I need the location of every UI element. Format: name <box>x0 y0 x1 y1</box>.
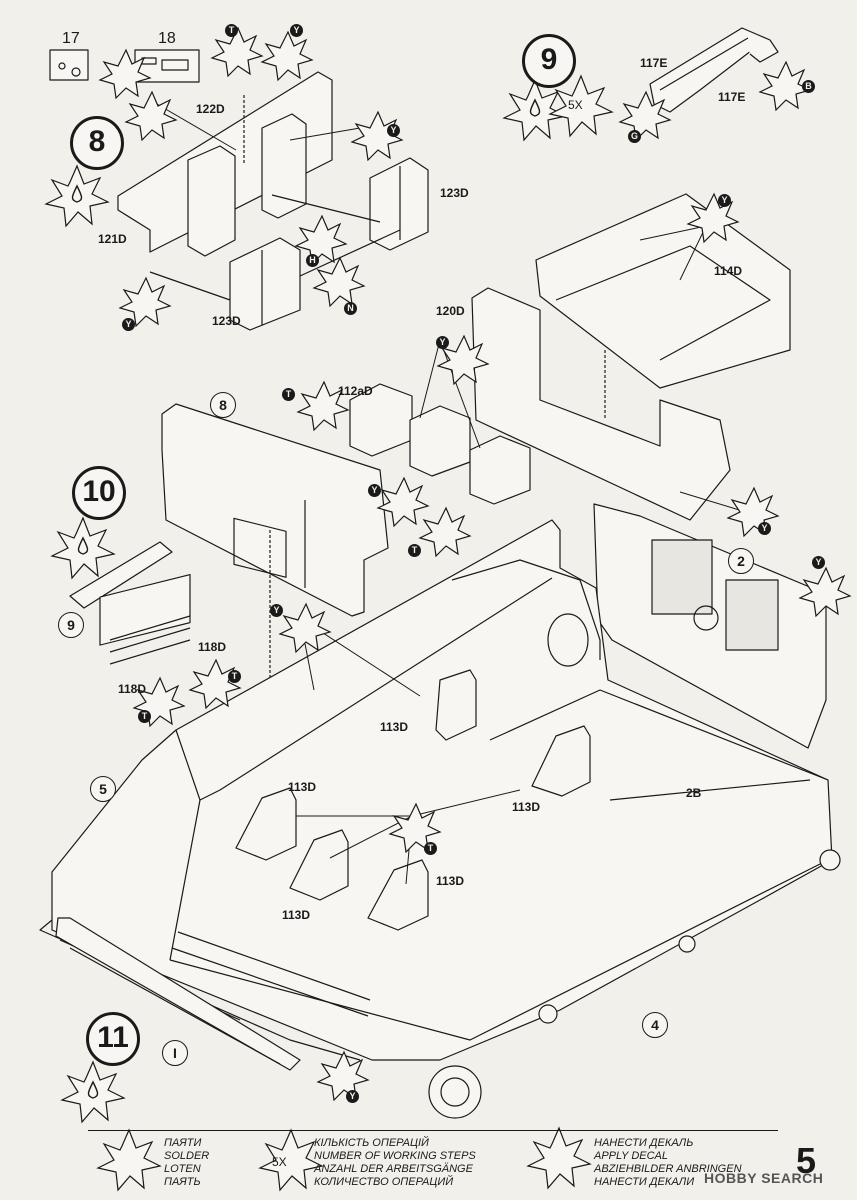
legend: ПАЯТИ SOLDER LOTEN ПАЯТЬ 5X КІЛЬКІСТЬ ОП… <box>88 1130 778 1195</box>
subassembly-number: 2 <box>728 548 754 574</box>
part-label: 121D <box>98 232 127 246</box>
subassembly-number: 4 <box>642 1012 668 1038</box>
step8-subassembly <box>117 71 429 331</box>
part-label: 117E <box>718 90 746 104</box>
color-code: Y <box>758 522 771 535</box>
part-label: 113D <box>288 780 317 794</box>
part-label: 113D <box>436 874 465 888</box>
color-code: Y <box>812 556 825 569</box>
step-number-10: 10 <box>72 466 126 520</box>
part-label: 113D <box>282 908 311 922</box>
legend-working-steps: КІЛЬКІСТЬ ОПЕРАЦІЙ NUMBER OF WORKING STE… <box>314 1137 476 1188</box>
color-code: Y <box>387 124 400 137</box>
part-label: 118D <box>118 682 147 696</box>
color-code: Y <box>436 336 449 349</box>
color-code: Y <box>718 194 731 207</box>
color-code: H <box>306 254 319 267</box>
subassembly-number: 8 <box>210 392 236 418</box>
step-number-8: 8 <box>70 116 124 170</box>
color-code: G <box>628 130 641 143</box>
legend-solder: ПАЯТИ SOLDER LOTEN ПАЯТЬ <box>164 1137 210 1188</box>
part-label: 120D <box>436 304 465 318</box>
part-label: 114D <box>714 264 743 278</box>
watermark: HOBBY SEARCH <box>704 1170 824 1186</box>
color-code: T <box>228 670 241 683</box>
color-code: T <box>424 842 437 855</box>
ref-17: 17 <box>62 30 80 47</box>
part-label: 123D <box>440 186 469 200</box>
hull <box>39 519 841 1119</box>
step10-launcher <box>69 541 191 665</box>
color-code: T <box>282 388 295 401</box>
color-code: T <box>225 24 238 37</box>
legend-apply-decal: НАНЕСТИ ДЕКАЛЬ APPLY DECAL ABZIEHBILDER … <box>594 1137 742 1188</box>
color-code: Y <box>346 1090 359 1103</box>
part-label: 113D <box>512 800 541 814</box>
color-code: Y <box>270 604 283 617</box>
color-code: N <box>344 302 357 315</box>
part-label: 113D <box>380 720 409 734</box>
part-label: 2B <box>686 786 702 800</box>
step9-weapon <box>649 27 779 113</box>
part-label: 118D <box>198 640 227 654</box>
color-code: Y <box>368 484 381 497</box>
color-code: Y <box>122 318 135 331</box>
part-label: 122D <box>196 102 225 116</box>
color-code: B <box>802 80 815 93</box>
part-label: 117E <box>640 56 668 70</box>
legend-steps-icon: 5X <box>272 1155 287 1169</box>
subassembly-number: I <box>162 1040 188 1066</box>
steps-count-label: 5X <box>568 98 583 112</box>
color-code: Y <box>290 24 303 37</box>
subassembly-number: 9 <box>58 612 84 638</box>
part-label: 112aD <box>338 384 373 398</box>
step-number-11: 11 <box>86 1012 140 1066</box>
page-number: 5 <box>796 1140 817 1181</box>
color-code: T <box>408 544 421 557</box>
part-label: 123D <box>212 314 241 328</box>
ref-18: 18 <box>158 30 176 47</box>
step-number-9: 9 <box>522 34 576 88</box>
color-code: T <box>138 710 151 723</box>
seats-113D <box>235 669 591 931</box>
subassembly-number: 5 <box>90 776 116 802</box>
